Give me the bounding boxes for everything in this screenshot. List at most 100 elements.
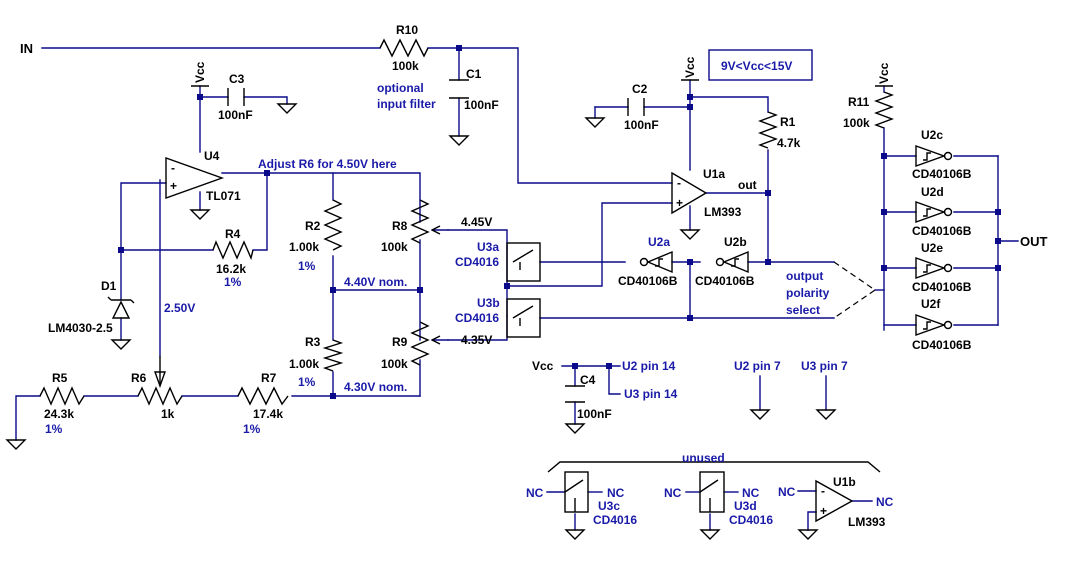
r11-ref: R11 xyxy=(848,95,870,109)
u3d-ref: U3d xyxy=(734,499,757,513)
opamp-u4: -+ xyxy=(165,157,225,199)
r3-value: 1.00k xyxy=(289,357,319,371)
r5-value: 24.3k xyxy=(44,407,74,421)
u3a-ref: U3a xyxy=(477,240,499,254)
r9-value: 100k xyxy=(381,357,408,371)
r8-ref: R8 xyxy=(392,219,408,233)
u4-part: TL071 xyxy=(206,189,241,203)
r10-value: 100k xyxy=(392,59,419,73)
vcc-label-c4: Vcc xyxy=(532,359,554,373)
polarity-note-1: output xyxy=(786,269,823,283)
d1-part: LM4030-2.5 xyxy=(48,321,113,335)
u3-pin14-label: U3 pin 14 xyxy=(624,387,678,401)
comparator-u1a: -+ xyxy=(671,171,708,215)
switch-u3d xyxy=(699,471,725,513)
inverter-u2d xyxy=(915,201,953,223)
u2-pin14-label: U2 pin 14 xyxy=(622,359,676,373)
u3c-part: CD4016 xyxy=(593,513,637,527)
u3a-part: CD4016 xyxy=(455,255,499,269)
r2-ref: R2 xyxy=(305,219,321,233)
u1a-part: LM393 xyxy=(704,205,742,219)
u2f-part: CD40106B xyxy=(912,338,972,352)
r4-ref: R4 xyxy=(225,227,241,241)
resistor-r9 xyxy=(410,321,449,366)
switch-u3b xyxy=(506,298,541,338)
resistor-r6 xyxy=(137,356,183,406)
switch-u3c xyxy=(564,471,589,513)
u2f-ref: U2f xyxy=(921,297,941,311)
svg-text:+: + xyxy=(820,504,827,518)
vcc-range-note: 9V<Vcc<15V xyxy=(721,59,792,73)
u2a-ref: U2a xyxy=(648,235,670,249)
resistor-r7 xyxy=(237,386,289,406)
u3b-ref: U3b xyxy=(477,296,500,310)
u2e-ref: U2e xyxy=(921,241,943,255)
u2c-ref: U2c xyxy=(921,128,943,142)
r4-value: 16.2k xyxy=(216,262,246,276)
u3-pin7-label: U3 pin 7 xyxy=(801,359,848,373)
v435-note: 4.35V xyxy=(461,333,492,347)
u1b-ref: U1b xyxy=(833,475,856,489)
v250-note: 2.50V xyxy=(164,301,195,315)
vcc-range-box xyxy=(708,49,813,81)
u2e-part: CD40106B xyxy=(912,280,972,294)
r8-value: 100k xyxy=(381,240,408,254)
u3c-ref: U3c xyxy=(598,499,620,513)
filter-note-2: input filter xyxy=(377,97,436,111)
in-label: IN xyxy=(20,41,33,56)
u1b-part: LM393 xyxy=(848,515,886,529)
r3-tol: 1% xyxy=(298,375,316,389)
svg-text:+: + xyxy=(676,196,683,210)
c3-value: 100nF xyxy=(218,108,253,122)
resistor-r11 xyxy=(874,91,894,129)
svg-text:-: - xyxy=(171,161,175,175)
v440-note: 4.40V nom. xyxy=(344,275,407,289)
capacitor-c2 xyxy=(627,98,645,116)
inverter-u2f xyxy=(915,314,953,336)
r11-value: 100k xyxy=(843,116,870,130)
nc-u3c-right: NC xyxy=(607,486,625,500)
r4-tol: 1% xyxy=(224,275,242,289)
u2d-part: CD40106B xyxy=(912,224,972,238)
nc-u1b-left: NC xyxy=(778,485,796,499)
capacitor-c4 xyxy=(565,385,585,403)
v445-note: 4.45V xyxy=(461,215,492,229)
nc-u3d-right: NC xyxy=(742,486,760,500)
resistor-r5 xyxy=(39,386,85,406)
inverter-u2e xyxy=(915,257,953,279)
vcc-label-u4: Vcc xyxy=(193,61,207,83)
nc-u1b-right: NC xyxy=(876,495,894,509)
u3d-part: CD4016 xyxy=(729,513,773,527)
out-node-label: out xyxy=(738,178,757,192)
vcc-label-r11: Vcc xyxy=(877,62,891,84)
inverter-u2a xyxy=(639,250,673,274)
u1a-ref: U1a xyxy=(703,167,725,181)
u4-ref: U4 xyxy=(204,149,220,163)
c1-value: 100nF xyxy=(464,98,499,112)
polarity-note-3: select xyxy=(786,303,820,317)
adjust-note: Adjust R6 for 4.50V here xyxy=(258,157,397,171)
r5-ref: R5 xyxy=(52,371,68,385)
c4-ref: C4 xyxy=(580,373,596,387)
r5-tol: 1% xyxy=(45,422,63,436)
vcc-rails xyxy=(191,79,893,87)
polarity-note-2: polarity xyxy=(786,286,830,300)
labels: IN OUT R10 100k C1 100nF optional input … xyxy=(20,23,1048,529)
inverter-u2b xyxy=(715,250,749,274)
resistor-r3 xyxy=(322,339,344,372)
resistor-r10 xyxy=(379,38,429,58)
vcc-label-c2: Vcc xyxy=(683,56,697,78)
r10-ref: R10 xyxy=(396,23,418,37)
u2a-part: CD40106B xyxy=(618,274,678,288)
ground-symbols xyxy=(5,103,837,540)
inverter-u2c xyxy=(915,145,953,167)
r6-ref: R6 xyxy=(131,371,147,385)
nc-u3d-left: NC xyxy=(664,486,682,500)
r7-value: 17.4k xyxy=(253,407,283,421)
u2-pin7-label: U2 pin 7 xyxy=(734,359,781,373)
d1-ref: D1 xyxy=(101,279,117,293)
r3-ref: R3 xyxy=(305,335,321,349)
r1-value: 4.7k xyxy=(777,136,801,150)
capacitor-c3 xyxy=(227,88,245,106)
svg-text:-: - xyxy=(821,484,825,498)
